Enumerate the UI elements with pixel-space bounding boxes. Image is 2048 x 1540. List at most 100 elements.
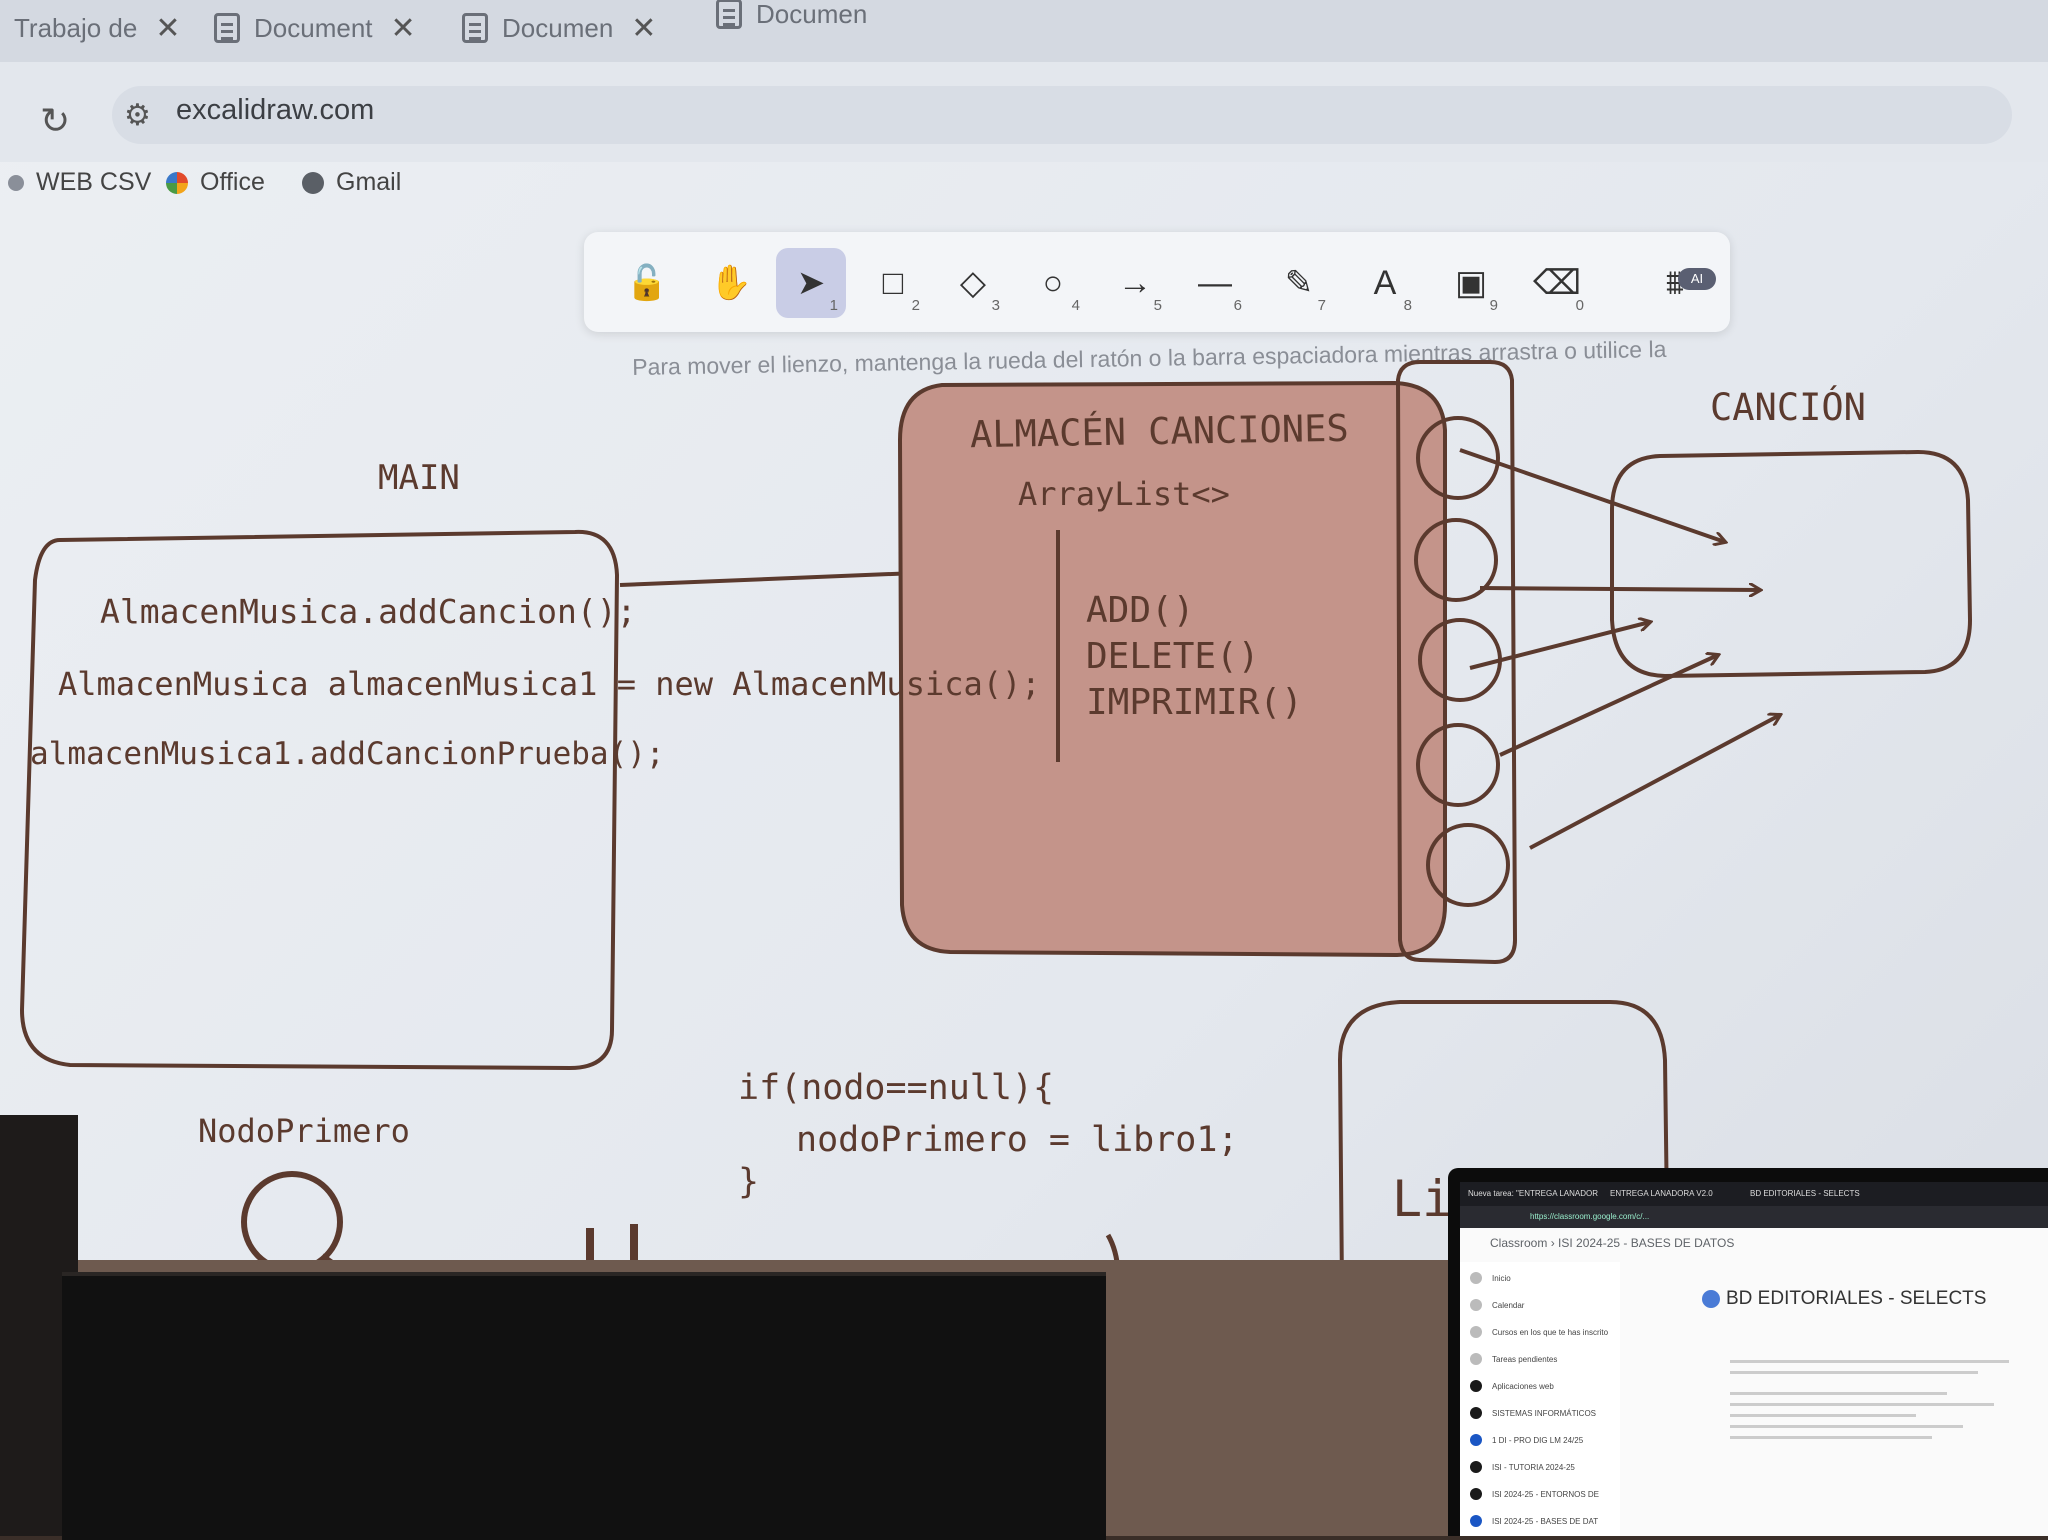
- close-icon[interactable]: ✕: [631, 11, 657, 45]
- song-box: [1610, 449, 1973, 679]
- url-field[interactable]: [112, 86, 2012, 144]
- arrow-node-1: [1459, 448, 1725, 542]
- tab-label: Document: [254, 12, 373, 43]
- bookmark-web-csv[interactable]: WEB CSV: [8, 168, 151, 197]
- rectangle-tool[interactable]: □2: [858, 248, 928, 318]
- eraser-tool[interactable]: ⌫0: [1522, 248, 1592, 318]
- breadcrumb-item[interactable]: ISI 2024-25 - BASES DE DATOS: [1558, 1236, 1735, 1250]
- shortcut-key: 3: [991, 297, 1000, 314]
- rectangle-icon: □: [882, 263, 904, 302]
- text-icon: A: [1373, 263, 1397, 302]
- diamond-icon: ◇: [959, 264, 987, 302]
- draw-tool[interactable]: ✎7: [1264, 248, 1334, 318]
- laptop-tab[interactable]: ENTREGA LANADORA V2.0: [1610, 1189, 1713, 1198]
- tab-label: Documen: [502, 12, 614, 43]
- close-icon[interactable]: ✕: [390, 11, 416, 45]
- laptop-tab[interactable]: BD EDITORIALES - SELECTS: [1750, 1189, 1860, 1198]
- document-icon: [716, 0, 742, 29]
- assignment-title: BD EDITORIALES - SELECTS: [1726, 1288, 1987, 1309]
- laptop-sidebar-item[interactable]: Calendar: [1470, 1299, 1524, 1311]
- store-box: [897, 380, 1447, 958]
- course-icon: [1470, 1326, 1482, 1338]
- assignment-icon: [1702, 1290, 1720, 1308]
- arrow-node-2: [1479, 588, 1760, 590]
- laptop-sidebar-item[interactable]: ISI 2024-25 - ENTORNOS DE: [1470, 1488, 1599, 1500]
- shortcut-key: 6: [1233, 297, 1242, 314]
- laptop-sidebar-label: SISTEMAS INFORMÁTICOS: [1492, 1408, 1597, 1418]
- main-line-3: almacenMusica1.addCancionPrueba();: [30, 736, 665, 772]
- tab-document-1[interactable]: Document ✕: [214, 0, 416, 56]
- url-text[interactable]: excalidraw.com: [176, 94, 375, 126]
- close-icon[interactable]: ✕: [155, 11, 181, 45]
- bookmark-label: Office: [200, 168, 265, 196]
- node-circle-4: [1416, 723, 1500, 807]
- shortcut-key: 8: [1403, 297, 1412, 314]
- site-settings-icon[interactable]: ⚙: [124, 99, 151, 132]
- hand-icon: ✋: [709, 264, 753, 302]
- code-line-1: if(nodo==null){: [738, 1068, 1055, 1108]
- store-method-imprimir: IMPRIMIR(): [1086, 682, 1303, 723]
- shortcut-key: 7: [1317, 297, 1326, 314]
- tab-document-3[interactable]: Documen: [716, 0, 867, 42]
- ellipse-icon: ○: [1042, 263, 1064, 302]
- arrow-tool[interactable]: →5: [1100, 248, 1170, 318]
- tab-strip: [0, 0, 2048, 62]
- laptop-url-bar[interactable]: https://classroom.google.com/c/...: [1460, 1206, 2048, 1228]
- shortcut-key: 4: [1071, 297, 1080, 314]
- course-icon: [1470, 1515, 1482, 1527]
- laptop-screen: Nueva tarea: "ENTREGA LANADOR ENTREGA LA…: [1460, 1182, 2048, 1536]
- tab-label: Documen: [756, 0, 868, 29]
- code-line-2: nodoPrimero = libro1;: [796, 1120, 1239, 1160]
- laptop-sidebar-item[interactable]: ISI 2024-25 - BASES DE DAT: [1470, 1515, 1598, 1527]
- center-monitor: [62, 1272, 1106, 1540]
- laptop-sidebar-label: Cursos en los que te has inscrito: [1492, 1327, 1609, 1337]
- laptop-sidebar-label: ISI 2024-25 - ENTORNOS DE: [1492, 1489, 1599, 1499]
- laptop-sidebar-item[interactable]: 1 DI - PRO DIG LM 24/25: [1470, 1434, 1583, 1446]
- diamond-tool[interactable]: ◇3: [938, 248, 1008, 318]
- globe-icon: [302, 171, 324, 194]
- bookmark-office[interactable]: Office: [166, 168, 265, 197]
- document-icon: [462, 13, 488, 43]
- laptop-url[interactable]: https://classroom.google.com/c/...: [1530, 1212, 1650, 1221]
- bookmark-gmail[interactable]: Gmail: [302, 168, 401, 197]
- breadcrumb-item[interactable]: Classroom: [1490, 1236, 1548, 1250]
- laptop-sidebar-label: Inicio: [1492, 1273, 1511, 1283]
- main-line-2: AlmacenMusica almacenMusica1 = new Almac…: [58, 665, 1041, 703]
- store-title: ALMACÉN CANCIONES: [969, 406, 1350, 457]
- assignment-body: [1730, 1352, 2040, 1522]
- excalidraw-toolbar: [584, 232, 1730, 332]
- main-title: MAIN: [378, 458, 460, 498]
- arrow-node-3: [1469, 622, 1650, 670]
- node-circle-5: [1426, 823, 1510, 907]
- laptop-sidebar-item[interactable]: Cursos en los que te has inscrito: [1470, 1326, 1608, 1338]
- laptop-sidebar-item[interactable]: Inicio: [1470, 1272, 1511, 1284]
- course-icon: [1470, 1488, 1482, 1500]
- partial-text: Li: [1392, 1170, 1453, 1228]
- laptop-sidebar-item[interactable]: Aplicaciones web: [1470, 1380, 1554, 1392]
- tab-trabajo[interactable]: Trabajo de ✕: [14, 0, 180, 56]
- laptop-sidebar-item[interactable]: ISI - TUTORIA 2024-25: [1470, 1461, 1575, 1473]
- hand-tool[interactable]: ✋: [696, 248, 766, 318]
- arrow-node-5: [1529, 715, 1780, 850]
- laptop-sidebar-item[interactable]: Tareas pendientes: [1470, 1353, 1557, 1365]
- course-icon: [1470, 1353, 1482, 1365]
- tab-document-2[interactable]: Documen ✕: [462, 0, 656, 56]
- lock-tool[interactable]: 🔓: [612, 248, 682, 318]
- node-circle-2: [1414, 518, 1498, 602]
- shortcut-key: 5: [1153, 297, 1162, 314]
- line-tool[interactable]: —6: [1180, 248, 1250, 318]
- selection-tool[interactable]: ➤1: [776, 248, 846, 318]
- ellipse-tool[interactable]: ○4: [1018, 248, 1088, 318]
- laptop-sidebar-item[interactable]: SISTEMAS INFORMÁTICOS: [1470, 1407, 1596, 1419]
- course-icon: [1470, 1272, 1482, 1284]
- draw-icon: ✎: [1284, 264, 1314, 302]
- reload-icon[interactable]: ↻: [40, 100, 71, 141]
- office-icon: [166, 171, 188, 194]
- laptop-tab[interactable]: Nueva tarea: "ENTREGA LANADOR: [1468, 1189, 1598, 1198]
- main-box: [19, 529, 620, 1071]
- laptop-sidebar-label: ISI - TUTORIA 2024-25: [1492, 1462, 1575, 1472]
- course-icon: [1470, 1434, 1482, 1446]
- image-tool[interactable]: ▣9: [1436, 248, 1506, 318]
